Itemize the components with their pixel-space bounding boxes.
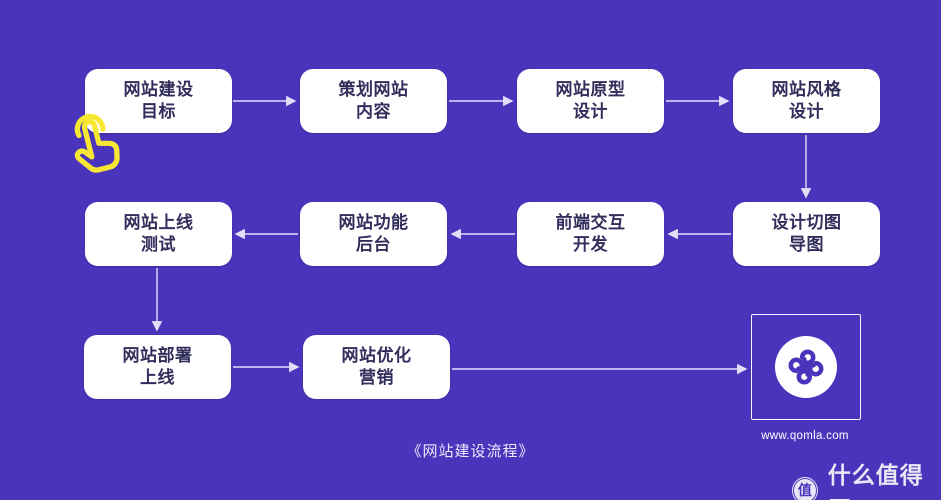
flow-node-design-slicing: 设计切图 导图 bbox=[733, 202, 880, 266]
node-label-line: 营销 bbox=[359, 368, 394, 387]
qomla-clover-icon bbox=[788, 349, 824, 385]
smzdm-badge-char: 值 bbox=[794, 478, 816, 500]
node-label-line: 策划网站 bbox=[338, 79, 409, 99]
node-label-line: 导图 bbox=[789, 235, 824, 254]
node-label-line: 网站优化 bbox=[341, 345, 412, 365]
flow-node-deploy-launch: 网站部署 上线 bbox=[84, 335, 231, 399]
flow-node-prototype-design: 网站原型 设计 bbox=[517, 69, 664, 133]
node-label-line: 目标 bbox=[141, 102, 176, 121]
node-label-line: 网站部署 bbox=[122, 345, 193, 365]
node-label-line: 网站建设 bbox=[123, 79, 194, 99]
diagram-caption: 《网站建设流程》 bbox=[406, 443, 535, 460]
flow-node-frontend-dev: 前端交互 开发 bbox=[517, 202, 664, 266]
qomla-logo-circle bbox=[775, 336, 837, 398]
node-label-line: 开发 bbox=[573, 235, 608, 254]
flow-node-style-design: 网站风格 设计 bbox=[733, 69, 880, 133]
qomla-url: www.qomla.com bbox=[761, 430, 849, 442]
tap-gesture-icon bbox=[54, 102, 145, 190]
node-label-line: 网站风格 bbox=[771, 79, 842, 99]
node-label-line: 设计切图 bbox=[771, 212, 842, 232]
smzdm-watermark-text: 什么值得买 bbox=[827, 462, 924, 500]
node-label-line: 网站原型 bbox=[555, 79, 626, 99]
flow-node-plan-content: 策划网站 内容 bbox=[300, 69, 447, 133]
flow-node-launch-test: 网站上线 测试 bbox=[85, 202, 232, 266]
node-label-line: 前端交互 bbox=[555, 212, 626, 232]
node-label-line: 设计 bbox=[789, 102, 824, 121]
flow-node-backend-functions: 网站功能 后台 bbox=[300, 202, 447, 266]
flow-node-goal: 网站建设 目标 bbox=[85, 69, 232, 133]
node-label-line: 网站功能 bbox=[338, 212, 409, 232]
smzdm-badge-icon: 值 bbox=[792, 476, 818, 500]
flow-node-optimize-marketing: 网站优化 营销 bbox=[303, 335, 450, 399]
node-label-line: 设计 bbox=[573, 102, 608, 121]
node-label-line: 内容 bbox=[356, 102, 391, 121]
node-label-line: 后台 bbox=[356, 235, 391, 254]
node-label-line: 上线 bbox=[140, 368, 175, 387]
smzdm-watermark: 值 什么值得买 bbox=[792, 456, 941, 500]
qomla-logo-box bbox=[751, 314, 861, 420]
node-label-line: 网站上线 bbox=[123, 212, 194, 232]
node-label-line: 测试 bbox=[141, 235, 176, 254]
